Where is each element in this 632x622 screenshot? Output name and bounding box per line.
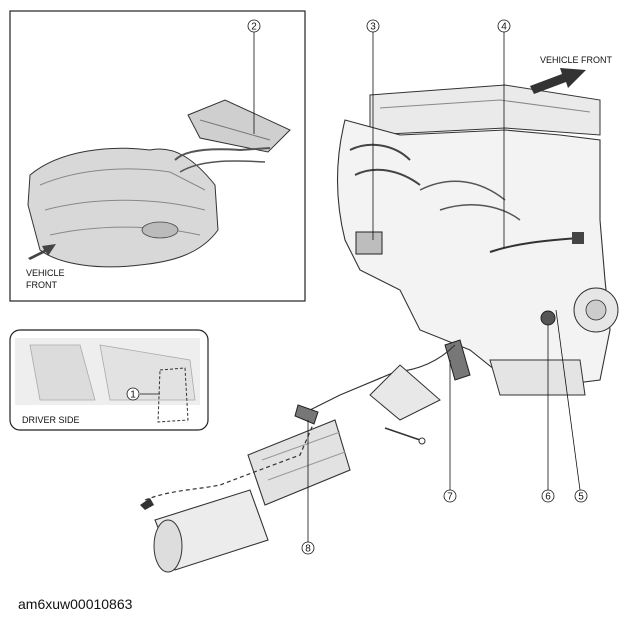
callout-3: 3 [370,22,376,33]
callout-1: 1 [130,390,136,401]
driver-side-inset: 1 DRIVER SIDE [9,329,209,431]
fuel-tank-inset: 2 VEHICLE FRONT [9,10,306,302]
inset-vehicle-front-line2: FRONT [26,280,57,290]
driver-side-label: DRIVER SIDE [22,415,80,425]
engine-illustration [336,84,619,396]
vehicle-front-arrow-main [530,68,586,94]
callout-6: 6 [545,492,551,503]
callout-8: 8 [305,544,311,555]
inset-vehicle-front-line1: VEHICLE [26,268,65,278]
vehicle-front-indicator: VEHICLE FRONT [530,55,613,94]
main-vehicle-front-label: VEHICLE FRONT [540,55,613,65]
callout-7: 7 [447,492,453,503]
exhaust-system-illustration [140,344,456,573]
callout-4: 4 [501,22,507,33]
figure-id-caption: am6xuw00010863 [18,596,133,612]
vehicle-front-arrow-inset [28,244,56,260]
callouts: 3 4 5 6 7 8 [301,19,588,555]
callout-2: 2 [251,22,257,33]
callout-5: 5 [578,492,584,503]
